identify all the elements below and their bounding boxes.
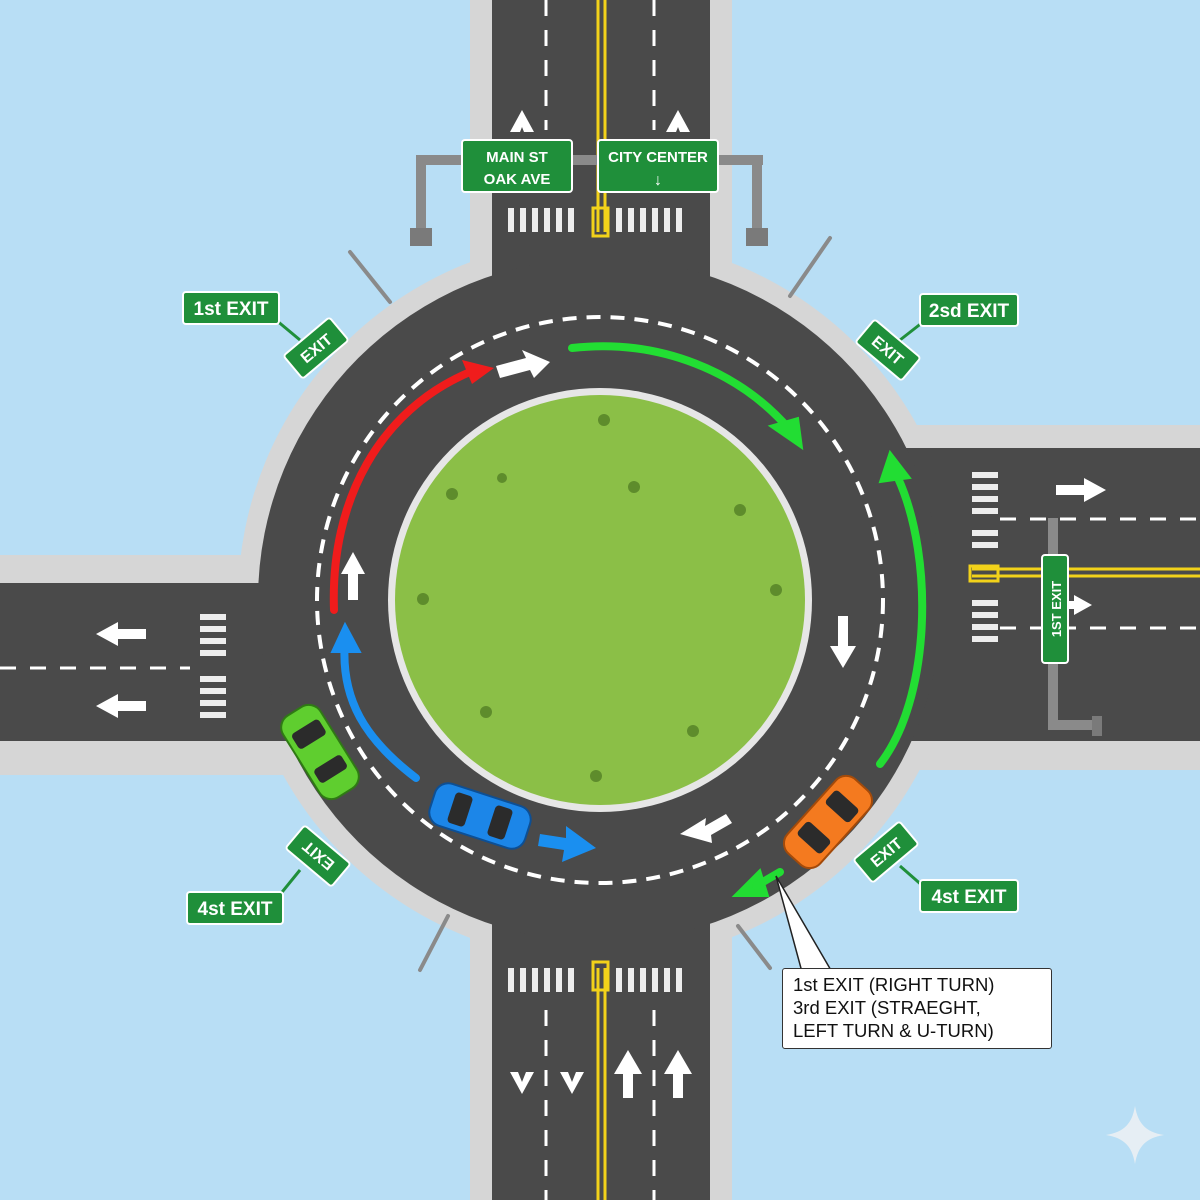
south-up-arrow-2 [664,1050,692,1098]
exit-label-bottom-right: 4st EXIT [899,864,1019,913]
callout-line-1: 1st EXIT (RIGHT TURN) [793,974,995,995]
north-up-arrow-right [666,110,690,132]
exit-label-top-right: 2sd EXIT [899,293,1019,342]
sparkle-icon [1106,1106,1164,1164]
south-up-arrow-1 [614,1050,642,1098]
green-path-right [876,474,927,768]
overhead-sign-city-center: CITY CENTER ↓ [597,139,719,193]
svg-text:1ST EXIT: 1ST EXIT [1049,581,1064,637]
sign-down-arrow-icon: ↓ [654,172,662,189]
north-up-arrow-left [510,110,534,132]
south-down-arrow-2 [560,1072,584,1094]
ring-arrow-top [496,350,550,378]
exit-label-top-left: 1st EXIT [182,291,301,342]
south-down-arrow-1 [510,1072,534,1094]
inner-lane-divider [315,315,885,885]
sign-city-center-text: CITY CENTER [608,149,708,166]
blue-exit-arrow [538,826,596,862]
exit-label-top-right-text: 2sd EXIT [929,301,1010,322]
small-exit-sign-nw: EXIT [283,317,349,379]
small-exit-sign-sw: EXIT [285,825,351,887]
orange-car [782,774,874,870]
exit-label-top-left-text: 1st EXIT [194,299,269,320]
exit-label-bottom-right-text: 4st EXIT [932,887,1007,908]
exit-callout-box: 1st EXIT (RIGHT TURN) 3rd EXIT (STRAEGHT… [782,968,1052,1049]
sign-oak-ave-text: OAK AVE [484,171,551,188]
sign-main-st-text: MAIN ST [486,149,548,166]
green-car [280,703,360,801]
east-right-arrow-1 [1056,478,1106,502]
road-arrows [96,110,1106,1098]
green-path-exit [752,868,784,890]
green-path-right-arrowhead [878,449,912,484]
east-vertical-exit-sign: 1ST EXIT [1041,554,1069,664]
blue-path [340,636,420,782]
lamp-posts [348,236,832,972]
exit-label-bottom-left: 4st EXIT [186,869,302,925]
green-path-top [568,342,794,434]
west-left-arrow-2 [96,694,146,718]
blue-path-arrowhead [330,621,362,653]
east-right-arrow-2 [1058,595,1092,615]
ring-arrow-right-down [830,616,856,668]
callout-line-3: LEFT TURN & U-TURN) [793,1020,994,1041]
ring-arrow-left-up [341,552,365,600]
west-left-arrow-1 [96,622,146,646]
ring-arrow-bottom-left [680,814,732,843]
red-path [329,368,474,614]
traffic-paths [329,342,927,897]
sign-gantry [410,155,768,246]
overhead-sign-main-oak: MAIN ST OAK AVE [461,139,573,193]
green-path-top-arrowhead [767,416,804,451]
red-path-arrowhead [462,360,494,384]
center-island [388,388,812,812]
blue-car [428,782,532,850]
exit-label-bottom-left-text: 4st EXIT [198,899,273,920]
callout-line-2: 3rd EXIT (STRAEGHT, [793,997,981,1018]
